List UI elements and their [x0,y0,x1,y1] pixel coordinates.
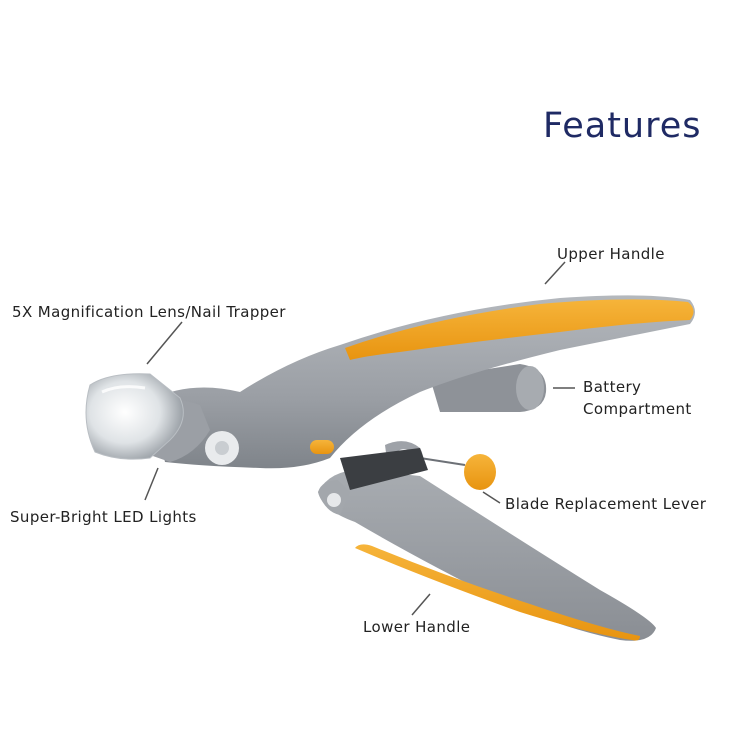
lower-handle [318,470,656,641]
label-blade-lever: Blade Replacement Lever [505,495,707,513]
upper-handle-grip [345,299,694,360]
label-magnification-lens: 5X Magnification Lens/Nail Trapper [12,303,286,321]
label-lower-handle: Lower Handle [363,618,471,636]
upper-handle [150,295,695,469]
pointer-magnification [146,321,183,365]
blade-lever-knob [464,454,496,490]
label-upper-handle: Upper Handle [557,245,665,263]
page-title: Features [543,106,702,146]
pointer-lower-handle [411,593,431,616]
pointer-upper-handle [544,261,566,285]
label-led-lights: Super-Bright LED Lights [10,508,197,526]
label-battery-line1: Battery [583,378,642,396]
led-button [310,440,334,454]
pointer-led [144,467,159,501]
lower-handle-grip [355,544,640,641]
magnification-lens [85,373,184,460]
pointer-blade [482,491,501,504]
label-battery-line2: Compartment [583,400,692,418]
